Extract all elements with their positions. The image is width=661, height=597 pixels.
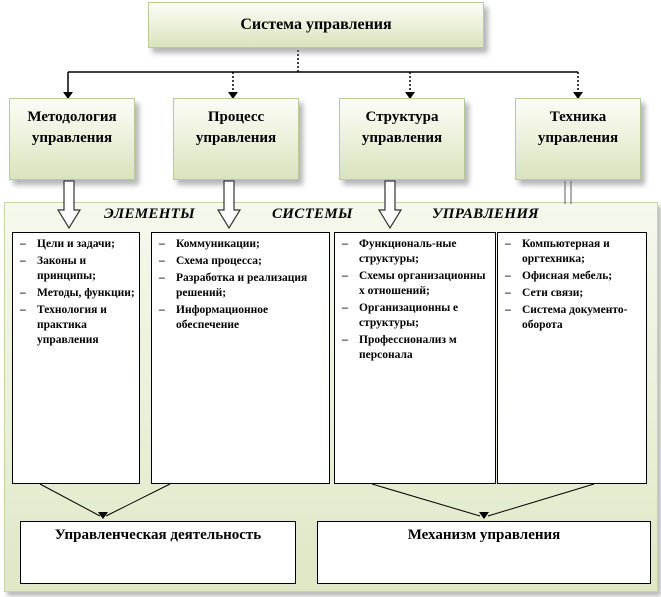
- column-item: Информационное обеспечение: [152, 303, 325, 333]
- hollow-arrow-structure: [377, 180, 403, 230]
- category-technique-line1: Техника: [549, 109, 607, 125]
- category-methodology: Методология управления: [9, 98, 135, 180]
- column-item: Коммуникации;: [152, 237, 325, 252]
- hollow-arrow-methodology: [56, 180, 82, 230]
- heading-elements: ЭЛЕМЕНТЫ: [104, 206, 195, 222]
- column-methodology: Цели и задачи; Законы и принципы; Методы…: [12, 232, 140, 484]
- column-item: Разработка и реализация решений;: [152, 271, 325, 301]
- category-structure: Структура управления: [339, 98, 465, 180]
- system-box: Система управления: [148, 2, 484, 48]
- column-item: Компьютерная и оргтехника;: [498, 237, 642, 267]
- hollow-arrow-process: [216, 180, 242, 230]
- system-box-label: Система управления: [240, 16, 392, 33]
- column-item: Система документо-оборота: [498, 303, 642, 333]
- category-methodology-line2: управления: [31, 130, 113, 146]
- heading-management: УПРАВЛЕНИЯ: [432, 206, 539, 222]
- column-item: Технология и практика управления: [13, 303, 135, 348]
- column-technique: Компьютерная и оргтехника; Офисная мебел…: [497, 232, 647, 484]
- column-item: Методы, функции;: [13, 286, 135, 301]
- category-process-line2: управления: [195, 130, 277, 146]
- column-item: Сети связи;: [498, 286, 642, 301]
- column-item: Профессионализ м персонала: [335, 333, 491, 363]
- column-item: Организационны е структуры;: [335, 301, 491, 331]
- column-item: Офисная мебель;: [498, 269, 642, 284]
- column-item: Цели и задачи;: [13, 237, 135, 252]
- category-methodology-line1: Методология: [27, 109, 117, 125]
- category-process: Процесс управления: [173, 98, 299, 180]
- column-item: Функциональ-ные структуры;: [335, 237, 491, 267]
- category-process-line1: Процесс: [207, 109, 265, 125]
- output-management-mechanism-label: Механизм управления: [407, 527, 561, 543]
- heading-system: СИСТЕМЫ: [272, 206, 353, 222]
- output-management-activity: Управленческая деятельность: [20, 521, 296, 584]
- category-structure-line1: Структура: [365, 109, 439, 125]
- category-technique: Техника управления: [515, 98, 641, 180]
- output-management-mechanism: Механизм управления: [317, 521, 651, 584]
- column-item: Схема процесса;: [152, 254, 325, 269]
- column-process: Коммуникации; Схема процесса; Разработка…: [151, 232, 330, 484]
- column-item: Законы и принципы;: [13, 254, 135, 284]
- category-structure-line2: управления: [361, 130, 443, 146]
- column-structure: Функциональ-ные структуры; Схемы организ…: [334, 232, 496, 484]
- category-technique-line2: управления: [537, 130, 619, 146]
- column-item: Схемы организационны х отношений;: [335, 269, 491, 299]
- output-management-activity-label: Управленческая деятельность: [54, 527, 262, 543]
